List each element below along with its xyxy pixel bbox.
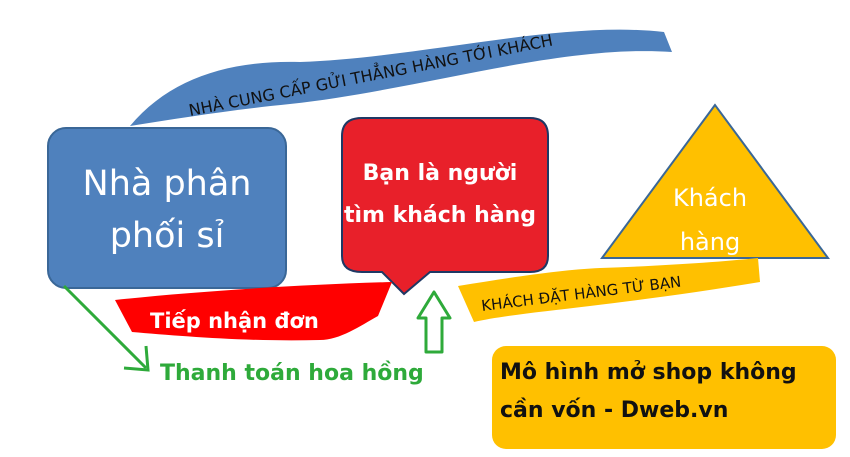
customer-orders-banner [458, 258, 760, 322]
note-text: Mô hình mở shop không cần vốn - Dweb.vn [500, 354, 830, 430]
you-callout [341, 117, 549, 296]
receive-order-banner [115, 282, 392, 341]
you-label-line-1: Bạn là người [362, 161, 518, 186]
note-line-2: cần vốn - Dweb.vn [500, 398, 729, 423]
receive-order-label: Tiếp nhận đơn [150, 309, 319, 333]
customer-label-line-2: hàng [679, 228, 741, 256]
commission-arrow-line [62, 284, 148, 370]
distributor-label: Nhà phân phối sỉ [48, 158, 286, 262]
customer-triangle [600, 103, 830, 259]
distributor-label-line-1: Nhà phân [82, 164, 252, 204]
commission-arrow-head [123, 345, 150, 372]
note-box [492, 346, 836, 449]
customer-label-line-1: Khách [672, 184, 748, 212]
distributor-box [47, 127, 287, 289]
you-label-line-2: tìm khách hàng [343, 203, 537, 228]
up-arrow-icon [416, 290, 452, 354]
distributor-label-line-2: phối sỉ [109, 216, 225, 256]
supplier-ships-banner [130, 29, 672, 126]
commission-label: Thanh toán hoa hồng [160, 361, 424, 386]
note-line-1: Mô hình mở shop không [500, 360, 797, 385]
you-label: Bạn là người tìm khách hàng [340, 153, 540, 237]
customer-label: Khách hàng [630, 176, 790, 264]
